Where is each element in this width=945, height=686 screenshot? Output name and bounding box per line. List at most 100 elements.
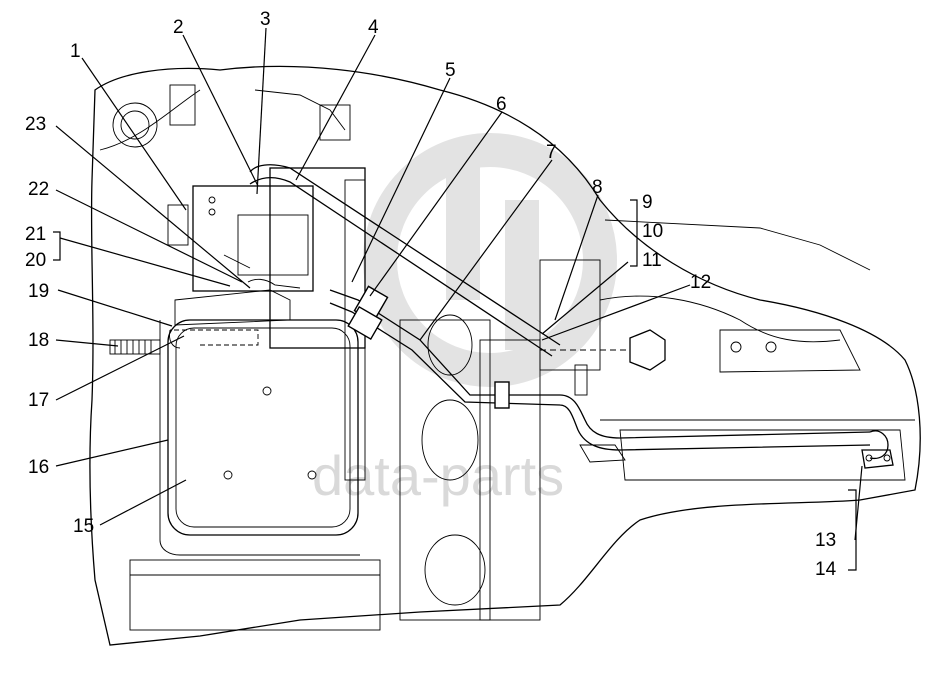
bolt-a: [730, 341, 742, 353]
callout-15: 15: [73, 516, 94, 537]
pipe-end-elbow: [869, 430, 889, 460]
callout-6: 6: [496, 94, 507, 115]
chassis-frame: [89, 65, 921, 646]
valve-block: [167, 84, 351, 326]
leader-lines: [53, 27, 863, 571]
leader-1: [81, 57, 187, 211]
callout-3: 3: [260, 9, 271, 30]
engine-assembly: [269, 167, 601, 621]
callouts: 1 2 3 4 5 6 7 8 9 10 11 12 13 14 15 16 1…: [25, 9, 837, 580]
frame-contour-2: [604, 219, 871, 271]
watermark-logo-bar: [446, 150, 480, 300]
flange-13: [861, 449, 894, 469]
leader-6: [369, 111, 503, 297]
pulley-top: [427, 314, 473, 376]
leader-4: [295, 34, 376, 181]
leader-17: [55, 335, 185, 401]
base-frame: [129, 559, 381, 631]
fitting-21: [223, 254, 251, 269]
pulley-bottom: [424, 534, 486, 606]
pipe-clip: [494, 381, 510, 409]
frame-bracket: [719, 329, 861, 373]
leader-23: [55, 125, 251, 289]
pipe-assembly: [169, 164, 894, 469]
pipe-lower-b: [329, 302, 871, 451]
callout-21: 21: [25, 224, 46, 245]
callout-7: 7: [546, 142, 557, 163]
pipe-upper-b: [249, 177, 553, 357]
tank: [167, 319, 359, 536]
callout-19: 19: [28, 281, 49, 302]
leader-3: [256, 27, 267, 195]
callout-12: 12: [690, 272, 711, 293]
watermark-text: data-parts: [312, 444, 564, 507]
grille-18: [109, 339, 161, 355]
bracket-9-11: [630, 199, 638, 267]
valve-base: [174, 289, 291, 326]
leader-21: [59, 237, 231, 287]
callout-13: 13: [815, 530, 836, 551]
mount-bracket: [167, 204, 189, 246]
leader-7: [419, 159, 553, 341]
callout-17: 17: [28, 390, 49, 411]
flange-bolt-13: [865, 454, 873, 462]
callout-16: 16: [28, 457, 49, 478]
leader-18: [55, 339, 119, 347]
callout-23: 23: [25, 114, 46, 135]
hidden-hose: [170, 329, 259, 346]
leader-19: [57, 289, 173, 327]
frame-contour-3: [599, 295, 841, 343]
tank-inner: [175, 327, 351, 528]
watermark-logo-bar-2: [505, 200, 539, 350]
valve-housing: [192, 185, 314, 292]
tank-bolt-1: [262, 386, 272, 396]
callout-10: 10: [642, 221, 663, 242]
upper-linkage: [254, 89, 346, 131]
callout-8: 8: [592, 177, 603, 198]
small-plate: [579, 444, 626, 463]
frame-outline: [89, 65, 921, 646]
grille-slats: [114, 340, 152, 354]
callout-14: 14: [815, 559, 837, 580]
valve-screw-2: [208, 208, 216, 216]
leader-12: [541, 284, 691, 341]
callout-4: 4: [368, 17, 379, 38]
callout-5: 5: [445, 60, 456, 81]
callout-22: 22: [28, 179, 49, 200]
callout-20: 20: [25, 250, 46, 271]
hose-22: [247, 278, 301, 289]
pivot-ring: [112, 102, 158, 148]
bracket-20-21: [53, 231, 61, 261]
leader-11: [541, 261, 629, 335]
leader-13: [854, 465, 863, 541]
frame-contour-1: [99, 89, 201, 151]
leader-2: [182, 34, 259, 187]
leader-15: [99, 479, 187, 526]
callout-11: 11: [642, 250, 662, 271]
leader-22: [55, 189, 243, 283]
flange-bolt-14: [883, 454, 891, 462]
leader-8: [554, 194, 599, 321]
bracket-13-14: [848, 489, 857, 571]
callout-1: 1: [70, 41, 81, 62]
engine-bracket: [539, 259, 601, 371]
leader-16: [55, 439, 169, 467]
upper-fitting-2: [319, 104, 351, 141]
callout-2: 2: [173, 17, 184, 38]
tank-strap: [159, 320, 360, 556]
leader-5: [351, 77, 451, 283]
tank-bolt-2: [223, 470, 233, 480]
tank-bolt-3: [307, 470, 317, 480]
tank-assembly: [109, 319, 381, 631]
hose-connector-7: [347, 306, 383, 340]
pipe-lower-a: [329, 289, 871, 439]
callout-18: 18: [28, 330, 49, 351]
frame-box: [619, 429, 906, 481]
bolt-b: [765, 341, 777, 353]
pipe-upper-a: [249, 164, 561, 346]
pivot-ring-inner: [120, 110, 150, 140]
callout-9: 9: [642, 192, 653, 213]
coupling: [574, 364, 588, 396]
valve-face: [237, 214, 309, 276]
